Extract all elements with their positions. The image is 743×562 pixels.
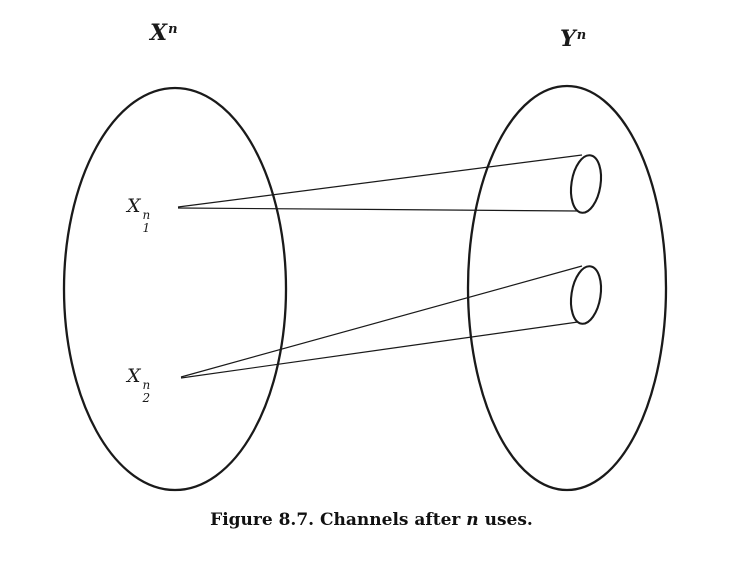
figure-caption-text-pre: Channels after [320, 510, 461, 530]
input-space-exponent: n [168, 22, 178, 37]
input-space-label: Xn [150, 22, 178, 44]
output-space-letter: Y [560, 26, 576, 52]
figure-caption-variable: n [466, 510, 479, 530]
codeword-1-subscript: 1 [142, 220, 151, 235]
codeword-2-subscript: 2 [142, 390, 151, 405]
codeword-1-exponent: n [142, 208, 151, 222]
output-space-label: Yn [560, 28, 586, 50]
input-space-letter: X [150, 20, 168, 46]
figure-caption-text-post: uses. [484, 510, 533, 530]
cone2-upper-line [180, 265, 583, 378]
output-ball-2 [569, 265, 603, 325]
figure-caption: Figure 8.7. Channels after n uses. [0, 510, 743, 530]
cone1-lower-line [177, 207, 579, 212]
cone1-upper-line [177, 154, 583, 208]
output-ball-1 [569, 154, 603, 214]
codeword-1-letter: X [127, 195, 141, 217]
codeword-2-letter: X [127, 365, 141, 387]
cone2-lower-line [180, 321, 579, 379]
codeword-2-exponent: n [142, 378, 151, 392]
output-space-ellipse [466, 84, 668, 492]
input-space-ellipse [62, 86, 288, 492]
output-space-exponent: n [576, 28, 587, 43]
figure-caption-number: Figure 8.7. [210, 510, 315, 530]
